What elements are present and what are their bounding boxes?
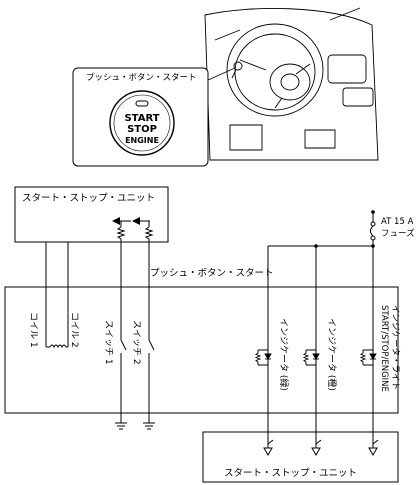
indicator-orange-circuit: [302, 349, 320, 366]
dashboard-illustration: [204, 7, 379, 161]
fuse-rating: AT 15 A: [381, 217, 414, 227]
indicator-green-circuit: [254, 349, 272, 366]
button-text-start: START: [124, 113, 159, 124]
light-label-line1: START/STOP/ENGINE: [379, 305, 389, 392]
coil2-label: コイル 2: [69, 312, 79, 348]
button-text-engine: ENGINE: [125, 136, 159, 145]
push-button-assembly-box: [4, 286, 399, 414]
top-unit-box: [14, 186, 169, 243]
bottom-unit-switches: [263, 439, 379, 457]
push-button-callout: [72, 67, 236, 167]
assembly-label: プッシュ・ボタン・スタート: [150, 268, 274, 279]
fuse-top-dot: [371, 210, 375, 214]
start-stop-button-icon: [109, 90, 175, 156]
switch2-label: スイッチ 2: [131, 320, 142, 365]
callout-label: プッシュ・ボタン・スタート: [86, 73, 197, 83]
bottom-unit-box: [202, 431, 399, 483]
coil-circuit: [45, 242, 69, 349]
switch1-label: スイッチ 1: [103, 320, 114, 365]
top-unit-label: スタート・ストップ・ユニット: [22, 193, 155, 204]
fuse: [370, 212, 376, 246]
power-bus: [267, 245, 374, 440]
bottom-unit-label: スタート・ストップ・ユニット: [224, 468, 357, 479]
indicator-green-label: インジケータ (緑): [278, 318, 290, 391]
fuse-name: フューズ: [381, 228, 415, 239]
indicator-orange-label: インジケータ (橙): [326, 318, 338, 391]
coil1-label: コイル 1: [28, 312, 38, 348]
button-text-stop: STOP: [127, 124, 157, 135]
switch2-circuit: [143, 221, 155, 430]
switch1-circuit: [115, 221, 127, 430]
indicator-light-circuit: [359, 349, 377, 366]
light-label-line2: インジケータ・ライト: [390, 305, 400, 390]
